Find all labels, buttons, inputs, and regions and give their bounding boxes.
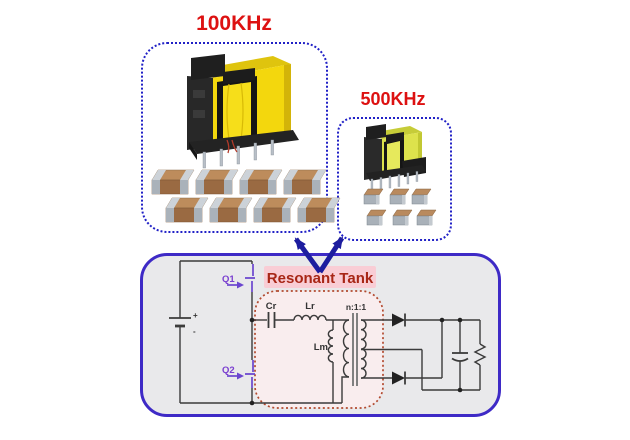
rectifier-output <box>361 313 487 391</box>
svg-text:Q2: Q2 <box>222 365 235 376</box>
diode-bottom <box>392 371 406 385</box>
svg-text:Q1: Q1 <box>222 274 235 285</box>
label-500khz: 500KHz <box>360 89 426 109</box>
arrow-to-100khz <box>293 237 323 274</box>
resonant-tank-label: Resonant Tank <box>264 266 376 288</box>
svg-text:Cr: Cr <box>266 301 277 312</box>
transformer-photo-100khz <box>187 54 299 169</box>
transformer-photo-500khz <box>364 124 426 191</box>
junction-dots <box>249 317 463 406</box>
svg-text:n:1:1: n:1:1 <box>346 302 367 312</box>
svg-text:-: - <box>193 327 196 336</box>
mosfet-q1: Q1 <box>222 264 255 292</box>
svg-text:Lr: Lr <box>305 301 315 312</box>
capacitor-array-500khz <box>363 188 437 226</box>
arrow-to-500khz <box>317 236 345 274</box>
capacitor-array-100khz <box>151 169 341 223</box>
label-100khz: 100KHz <box>196 12 272 35</box>
output-capacitor <box>451 320 469 390</box>
load-resistor <box>473 320 487 390</box>
inductor-lm: Lm <box>314 320 334 403</box>
battery-symbol: + - <box>169 311 198 336</box>
svg-text:+: + <box>193 311 198 320</box>
mosfet-q2: Q2 <box>222 360 255 388</box>
inductor-lr: Lr <box>274 301 349 321</box>
diode-top <box>392 313 406 327</box>
svg-text:Resonant Tank: Resonant Tank <box>267 270 374 287</box>
svg-text:Lm: Lm <box>314 342 328 353</box>
half-bridge: + - Q1 Q2 <box>169 260 342 404</box>
